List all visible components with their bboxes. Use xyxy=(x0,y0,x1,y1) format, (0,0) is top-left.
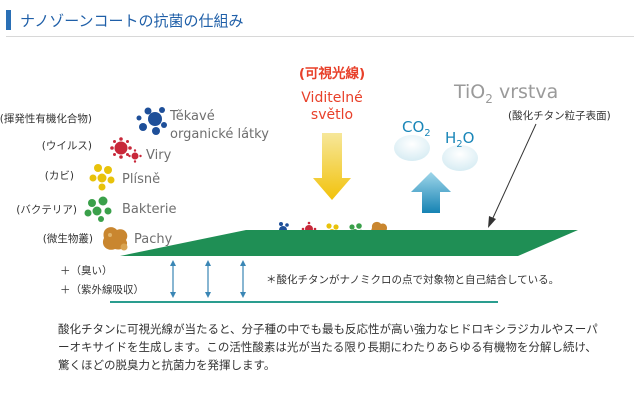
page-title: ナノゾーンコートの抗菌の仕組み xyxy=(20,12,244,30)
tio2-pointer-line xyxy=(491,123,537,221)
tio2-pointer-arrowhead xyxy=(488,216,496,228)
h2o-bubble xyxy=(442,145,478,171)
bacteria-icon xyxy=(84,196,112,222)
mold-icon xyxy=(89,164,115,191)
h2o-label: H2O xyxy=(445,129,474,150)
uv-absorption-label: ＋（紫外線吸収） xyxy=(60,283,144,296)
bacteria-cz-label: Bakterie xyxy=(122,202,176,217)
odor-icon xyxy=(102,227,128,251)
mold-cz-label: Plísně xyxy=(122,172,160,187)
odor-cz-label: Pachy xyxy=(134,232,173,247)
tio2-surface-layer xyxy=(120,230,578,256)
gas-release-arrow-icon xyxy=(411,172,451,213)
mold-jp-label: (カビ) xyxy=(45,170,74,182)
bonding-arrows xyxy=(170,260,246,298)
visible-light-label-1: Viditelné xyxy=(301,90,362,106)
visible-light-title: (可視光線) xyxy=(299,65,365,82)
tio2-jp-label: (酸化チタン粒子表面) xyxy=(508,109,611,122)
virus-cz-label: Viry xyxy=(146,148,172,163)
odor-jp-label: (微生物叢) xyxy=(43,232,93,245)
odor-effect-label: ＋（臭い） xyxy=(60,264,113,277)
page-header: ナノゾーンコートの抗菌の仕組み xyxy=(6,8,634,37)
description-paragraph: 酸化チタンに可視光線が当たると、分子種の中でも最も反応性が高い強力なヒドロキシラ… xyxy=(58,322,598,372)
bonding-note: ＊酸化チタンがナノミクロの点で対象物と自己結合している。 xyxy=(266,273,559,286)
virus-jp-label: (ウイルス) xyxy=(42,140,92,152)
co2-bubble xyxy=(394,135,430,161)
virus-icon xyxy=(110,137,142,163)
voc-cz-label-2: organické látky xyxy=(170,127,269,142)
bacteria-jp-label: (バクテリア) xyxy=(16,204,77,216)
voc-jp-label: (揮発性有機化合物) xyxy=(0,112,92,125)
tio2-label: TiO2 vrstva xyxy=(453,81,558,106)
title-accent-bar xyxy=(6,10,11,30)
light-arrow-icon xyxy=(313,133,351,200)
visible-light-label-2: světlo xyxy=(311,107,353,123)
voc-molecule-icon xyxy=(136,107,167,135)
voc-cz-label-1: Těkavé xyxy=(169,109,215,124)
co2-label: CO2 xyxy=(402,118,431,139)
